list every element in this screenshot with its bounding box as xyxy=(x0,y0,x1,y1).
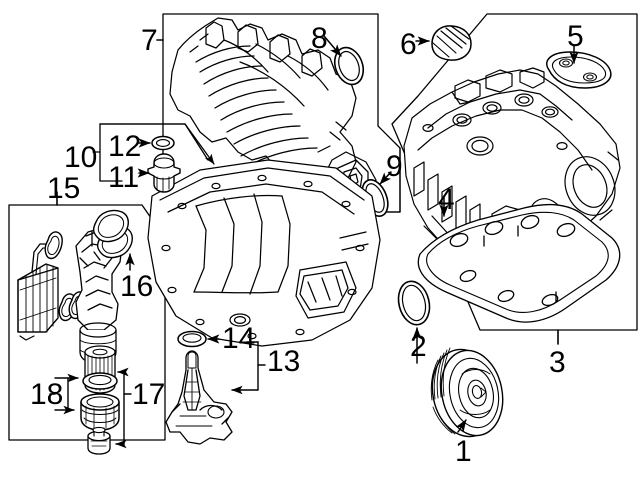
callout-2[interactable]: 2 xyxy=(410,330,427,363)
part-manifold-oring-upper xyxy=(333,46,365,86)
part-drain-plug xyxy=(147,153,181,193)
part-crankshaft-pulley xyxy=(430,347,504,438)
callout-16[interactable]: 16 xyxy=(120,270,154,303)
leader-17 xyxy=(115,367,132,449)
callout-14[interactable]: 14 xyxy=(222,322,256,355)
callout-5[interactable]: 5 xyxy=(567,20,584,53)
part-crank-front-seal xyxy=(397,280,431,326)
callout-1[interactable]: 1 xyxy=(455,435,472,468)
part-oil-pickup-tube xyxy=(165,350,233,445)
part-camshaft-sensor-gasket xyxy=(546,51,612,89)
leader-18 xyxy=(49,373,79,415)
group-box-oil-filter-housing xyxy=(8,204,166,441)
callout-18[interactable]: 18 xyxy=(30,378,64,411)
part-pickup-oring xyxy=(177,330,207,348)
callout-8[interactable]: 8 xyxy=(311,22,328,55)
part-oil-cooler xyxy=(17,243,59,341)
callout-9[interactable]: 9 xyxy=(386,150,403,183)
callout-6[interactable]: 6 xyxy=(400,28,417,61)
callout-7[interactable]: 7 xyxy=(141,24,158,57)
callout-13[interactable]: 13 xyxy=(267,345,301,378)
callout-11[interactable]: 11 xyxy=(108,161,140,194)
part-oil-cooler-gasket-16 xyxy=(92,209,133,259)
callout-17[interactable]: 17 xyxy=(132,378,166,411)
part-oil-filler-cap xyxy=(431,25,472,61)
group-box-cylinder-head xyxy=(391,13,638,331)
callout-3[interactable]: 3 xyxy=(549,346,566,379)
part-filter-seal-upper xyxy=(82,372,118,390)
part-intake-manifold xyxy=(169,17,377,209)
part-oil-pan xyxy=(147,159,381,347)
part-drain-plug-gasket xyxy=(151,135,175,151)
callout-4[interactable]: 4 xyxy=(438,183,455,216)
part-valve-cover-gasket xyxy=(417,203,621,323)
callout-10[interactable]: 10 xyxy=(64,141,98,174)
part-filter-seal-lower xyxy=(80,393,120,431)
callout-12[interactable]: 12 xyxy=(108,130,142,163)
callout-15[interactable]: 15 xyxy=(47,172,81,205)
leader-13 xyxy=(231,341,266,395)
part-filter-drain-cap xyxy=(87,426,111,455)
